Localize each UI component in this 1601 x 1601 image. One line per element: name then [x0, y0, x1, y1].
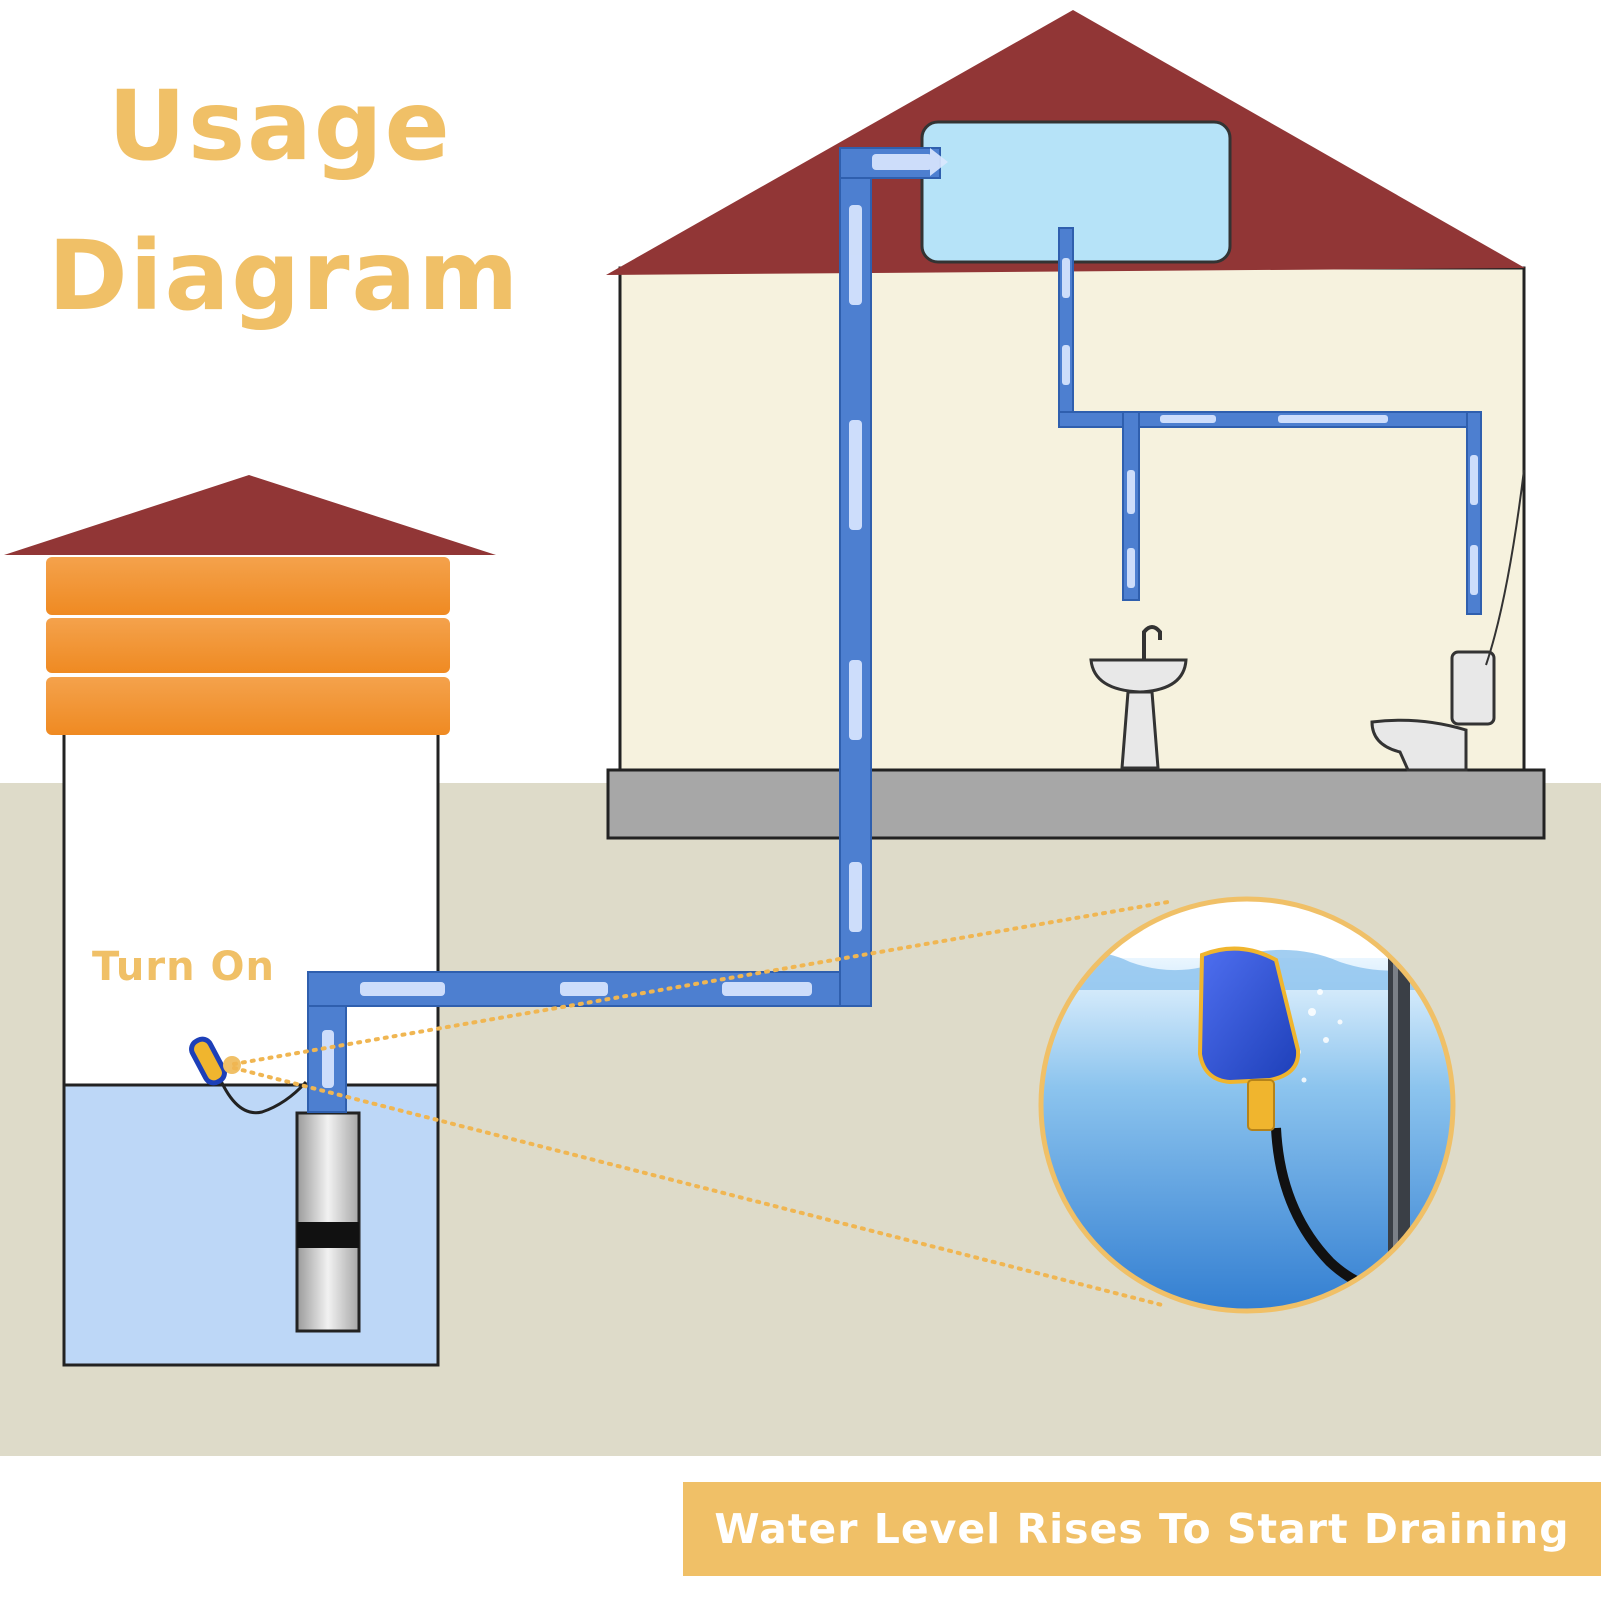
flow-arrows-distribution [1062, 258, 1478, 595]
turn-on-label: Turn On [92, 944, 275, 990]
zoom-leader-lines [232, 900, 1170, 1308]
float-cable-house [1485, 469, 1525, 666]
float-switch-small [189, 1036, 308, 1115]
well-band-3 [46, 677, 450, 735]
magnifier-circle [1038, 896, 1456, 1314]
well-water [62, 1083, 440, 1367]
roof-tank [920, 120, 1232, 264]
well-band-2 [46, 618, 450, 673]
caption-banner: Water Level Rises To Start Draining [683, 1482, 1601, 1576]
house-foundation [606, 768, 1546, 840]
water-tower [4, 475, 496, 1367]
toilet [1370, 650, 1496, 772]
well-band-1 [46, 557, 450, 615]
caption-text: Water Level Rises To Start Draining [714, 1505, 1570, 1553]
sink [1089, 625, 1188, 770]
flow-arrows-supply [322, 148, 948, 1088]
well-roof [4, 475, 496, 555]
submersible-pump [295, 1111, 361, 1333]
title-line1: Usage [108, 70, 452, 182]
float-switch [1197, 946, 1301, 1131]
title-line2: Diagram [48, 220, 521, 332]
